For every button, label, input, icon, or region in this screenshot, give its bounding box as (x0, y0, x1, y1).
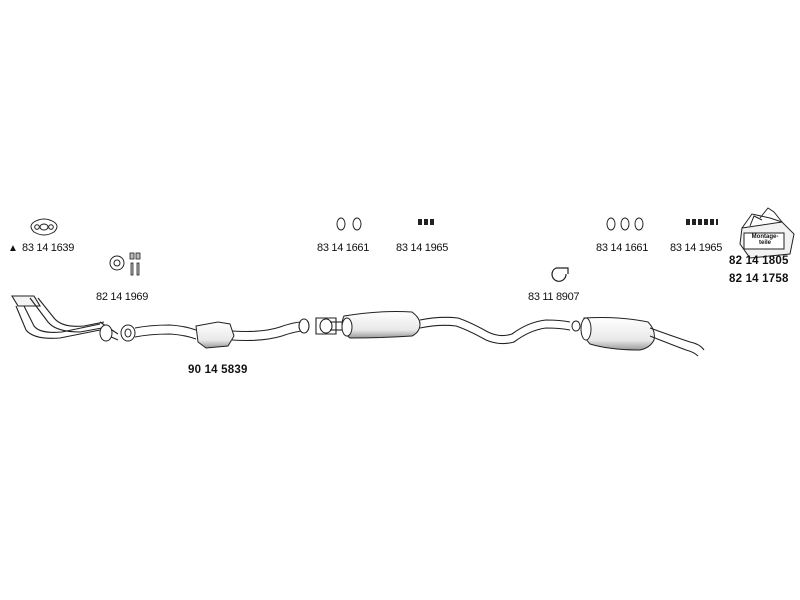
front-pipe (11, 295, 119, 341)
front-flange (99, 324, 136, 342)
mounting-kit-box-icon (739, 207, 795, 259)
catalytic-converter (195, 321, 235, 349)
center-pipe (231, 317, 346, 342)
bolt-set-icon (686, 219, 718, 225)
clamp-set-icon (336, 217, 362, 231)
clamp-ring-icon (551, 267, 569, 282)
part-number-exhaust-system: 90 14 5839 (188, 364, 248, 376)
part-number-bolt-set: 83 14 1965 (670, 242, 723, 254)
rear-silencer (571, 317, 705, 357)
part-number-mounting-kit-2: 82 14 1758 (729, 273, 789, 285)
bolt-icon (129, 252, 141, 276)
clamp-set-icon (606, 217, 644, 231)
kit-box-label: Montage-teile (751, 234, 779, 246)
part-number-clamp-set: 83 14 1661 (317, 242, 370, 254)
part-number-clamp-set: 83 14 1661 (596, 242, 649, 254)
part-number-bolt-set: 83 14 1965 (396, 242, 449, 254)
rear-pipe (419, 316, 571, 345)
part-number-rubber-mount: 82 14 1969 (96, 291, 149, 303)
warning-triangle-icon: ▲ (8, 243, 18, 254)
middle-pipe (134, 324, 197, 340)
part-number-clamp-ring: 83 11 8907 (528, 291, 580, 303)
gasket-icon (30, 218, 58, 236)
part-number-mounting-kit-1: 82 14 1805 (729, 255, 789, 267)
part-number-gasket: 83 14 1639 (22, 242, 75, 254)
middle-silencer (341, 311, 421, 339)
rubber-mount-icon (109, 255, 125, 271)
bolt-set-icon (418, 219, 434, 225)
